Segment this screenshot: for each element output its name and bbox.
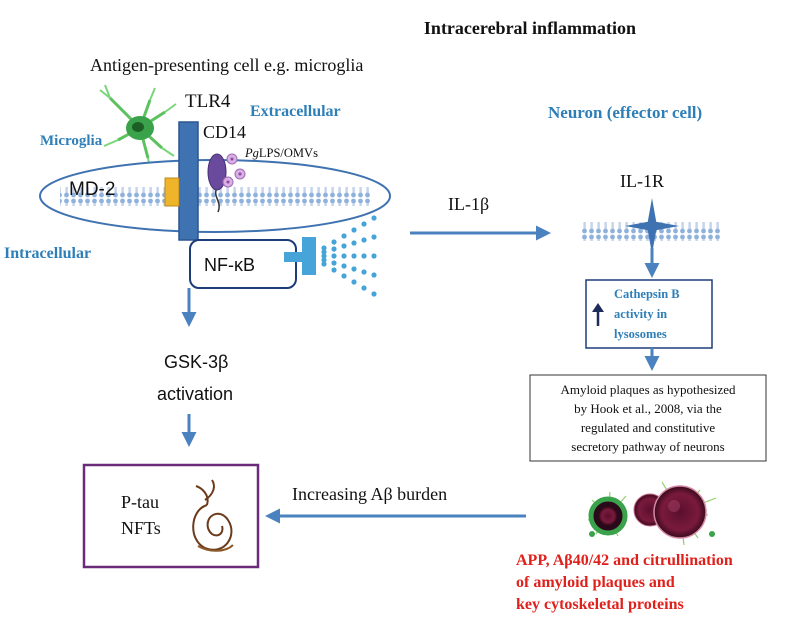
nfts-label: NFTs [121,518,161,538]
spray-dot [371,234,377,240]
outcome-line-1: APP, Aβ40/42 and citrullination [516,552,733,569]
spray-dot [361,285,367,291]
spray-dot [321,253,327,259]
nfkb-label: NF-κB [204,255,255,275]
up-arrow-icon [592,303,604,326]
cathepsin-line-2: activity in [614,307,667,321]
amyloid-line-1: Amyloid plaques as hypothesized [560,382,736,397]
amyloid-line-3: regulated and constitutive [581,420,716,435]
gsk-label-line1: GSK-3β [164,352,228,372]
cathepsin-line-3: lysosomes [614,327,667,341]
spray-dot [341,273,347,279]
il1r-receptor [625,198,679,254]
amyloid-line-2: by Hook et al., 2008, via the [574,401,722,416]
il1b-label: IL-1β [448,194,489,214]
microglia-cell-icon [99,84,177,171]
amyloid-line-4: secretory pathway of neurons [571,439,724,454]
neuron-label: Neuron (effector cell) [548,103,702,122]
outcome-line-3: key cytoskeletal proteins [516,596,684,613]
spray-dot [371,291,377,297]
spray-dot [361,237,367,243]
lps-particles [222,153,246,188]
pglps-prefix: Pg [244,146,259,160]
outcome-line-2: of amyloid plaques and [516,574,675,591]
cd14-protein [207,153,227,213]
spray-dot [371,253,377,259]
spray-dot [361,253,367,259]
cytokine-release-icon [284,215,377,297]
increasing-label: Increasing Aβ burden [292,484,447,504]
spray-dot [341,233,347,239]
extracellular-label: Extracellular [250,103,341,120]
ptau-box [82,463,260,569]
spray-dot [351,240,357,246]
spray-dot [371,272,377,278]
ptau-label: P-tau [121,492,159,512]
spray-dot [361,269,367,275]
spray-dot [341,253,347,259]
pglps-rest: LPS/OMVs [259,146,318,160]
microglia-membrane [39,159,391,233]
tlr4-receptor [178,121,199,241]
spray-dot [321,249,327,255]
spray-dot [361,221,367,227]
spray-dot [321,245,327,251]
diagram-title: Intracerebral inflammation [424,18,636,38]
spray-dot [331,246,337,252]
apc-label: Antigen-presenting cell e.g. microglia [90,55,363,75]
cd14-label: CD14 [203,122,246,142]
cathepsin-line-1: Cathepsin B [614,287,680,301]
spray-dot [341,243,347,249]
tangle-icon [192,479,234,552]
md2-protein [164,177,180,207]
md2-label: MD-2 [69,179,115,200]
gsk-label-line2: activation [157,384,233,404]
pglps-label: PgLPS/OMVs [244,146,318,160]
spray-dot [331,253,337,259]
spray-dot [331,239,337,245]
tlr4-label: TLR4 [185,91,231,112]
spray-dot [321,261,327,267]
spray-dot [371,215,377,221]
microglia-label: Microglia [40,133,103,149]
intracellular-label: Intracellular [4,245,91,262]
spray-dot [321,257,327,263]
spray-dot [351,227,357,233]
spray-dot [331,260,337,266]
amyloid-box [529,374,767,462]
il1r-label: IL-1R [620,171,664,191]
cathepsin-box [585,279,713,349]
amyloid-plaques-icon [587,481,717,546]
nfkb-box [189,239,297,289]
spray-dot [341,263,347,269]
spray-dot [351,253,357,259]
spray-dot [351,266,357,272]
spray-dot [331,267,337,273]
spray-dot [351,279,357,285]
